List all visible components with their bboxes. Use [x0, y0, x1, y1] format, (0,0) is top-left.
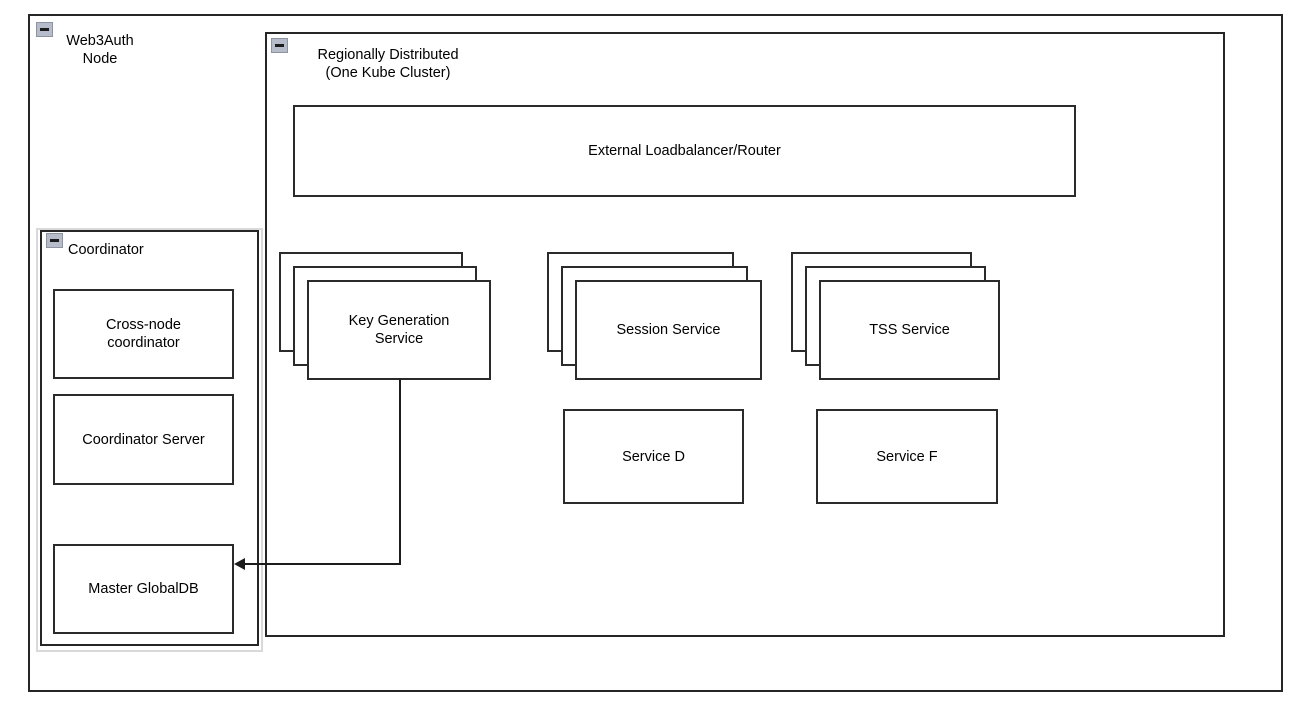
node-label-master-globaldb: Master GlobalDB: [88, 581, 199, 597]
group-label-coordinator: Coordinator: [68, 242, 144, 258]
group-label-regionally-distributed: Regionally Distributed (One Kube Cluster): [288, 46, 488, 82]
collapse-minus-icon-regionally-distributed[interactable]: [271, 38, 288, 53]
node-label-service-f: Service F: [876, 448, 938, 465]
node-external-loadbalancer-router[interactable]: External Loadbalancer/Router: [293, 105, 1076, 197]
node-label-session-service: Session Service: [616, 322, 721, 338]
group-label-regionally-distributed-line1: Regionally Distributed: [317, 47, 459, 63]
stack-key-generation-service[interactable]: Key Generation Service: [279, 252, 491, 380]
node-label-external-loadbalancer-router: External Loadbalancer/Router: [588, 143, 781, 159]
collapse-minus-icon-coordinator[interactable]: [46, 233, 63, 248]
group-label-web3auth-node-line2: Node: [82, 51, 118, 67]
connector-keygen-to-globaldb-horizontal: [244, 563, 401, 565]
collapse-minus-icon-web3auth-node[interactable]: [36, 22, 53, 37]
node-service-d[interactable]: Service D: [563, 409, 744, 504]
stack-tss-service[interactable]: TSS Service: [791, 252, 1000, 380]
node-master-globaldb[interactable]: Master GlobalDB: [53, 544, 234, 634]
node-cross-node-coordinator[interactable]: Cross-node coordinator: [53, 289, 234, 379]
node-label-coordinator-server: Coordinator Server: [82, 431, 205, 448]
connector-keygen-to-globaldb-vertical: [399, 379, 401, 565]
node-label-tss-service: TSS Service: [869, 322, 950, 338]
stack-sheet-front[interactable]: Session Service: [575, 280, 762, 380]
group-label-web3auth-node-line1: Web3Auth: [66, 33, 134, 49]
node-service-f[interactable]: Service F: [816, 409, 998, 504]
node-label-service-d: Service D: [622, 448, 685, 465]
node-coordinator-server[interactable]: Coordinator Server: [53, 394, 234, 485]
group-label-regionally-distributed-line2: (One Kube Cluster): [325, 65, 451, 81]
stack-sheet-front[interactable]: Key Generation Service: [307, 280, 491, 380]
node-label-cross-node-coordinator: Cross-node coordinator: [106, 317, 181, 351]
stack-sheet-front[interactable]: TSS Service: [819, 280, 1000, 380]
stack-session-service[interactable]: Session Service: [547, 252, 762, 380]
connector-keygen-to-globaldb-arrowhead: [234, 558, 245, 570]
node-label-key-generation-service: Key Generation Service: [348, 313, 450, 347]
